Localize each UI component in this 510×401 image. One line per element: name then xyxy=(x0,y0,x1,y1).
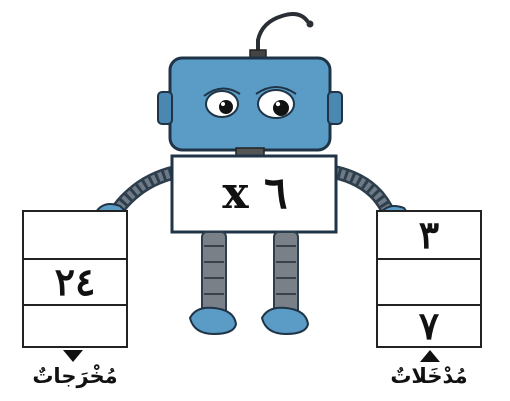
output-cell-1 xyxy=(24,212,126,258)
output-cell-3 xyxy=(24,304,126,346)
robot-legs xyxy=(190,232,308,334)
operation-label: ٦ x xyxy=(200,163,310,223)
arrow-up-icon xyxy=(420,350,440,362)
outputs-table: ٢٤ xyxy=(22,210,128,348)
robot-head xyxy=(158,58,342,150)
output-cell-2: ٢٤ xyxy=(24,258,126,304)
input-cell-1: ٣ xyxy=(378,212,480,258)
inputs-label: مُدْخَلاتٌ xyxy=(372,364,486,388)
antenna-icon xyxy=(250,14,314,60)
arrow-down-icon xyxy=(63,350,83,362)
input-cell-2 xyxy=(378,258,480,304)
input-cell-3: ٧ xyxy=(378,304,480,346)
inputs-table: ٣ ٧ xyxy=(376,210,482,348)
outputs-label: مُخْرَجاتٌ xyxy=(18,364,132,388)
